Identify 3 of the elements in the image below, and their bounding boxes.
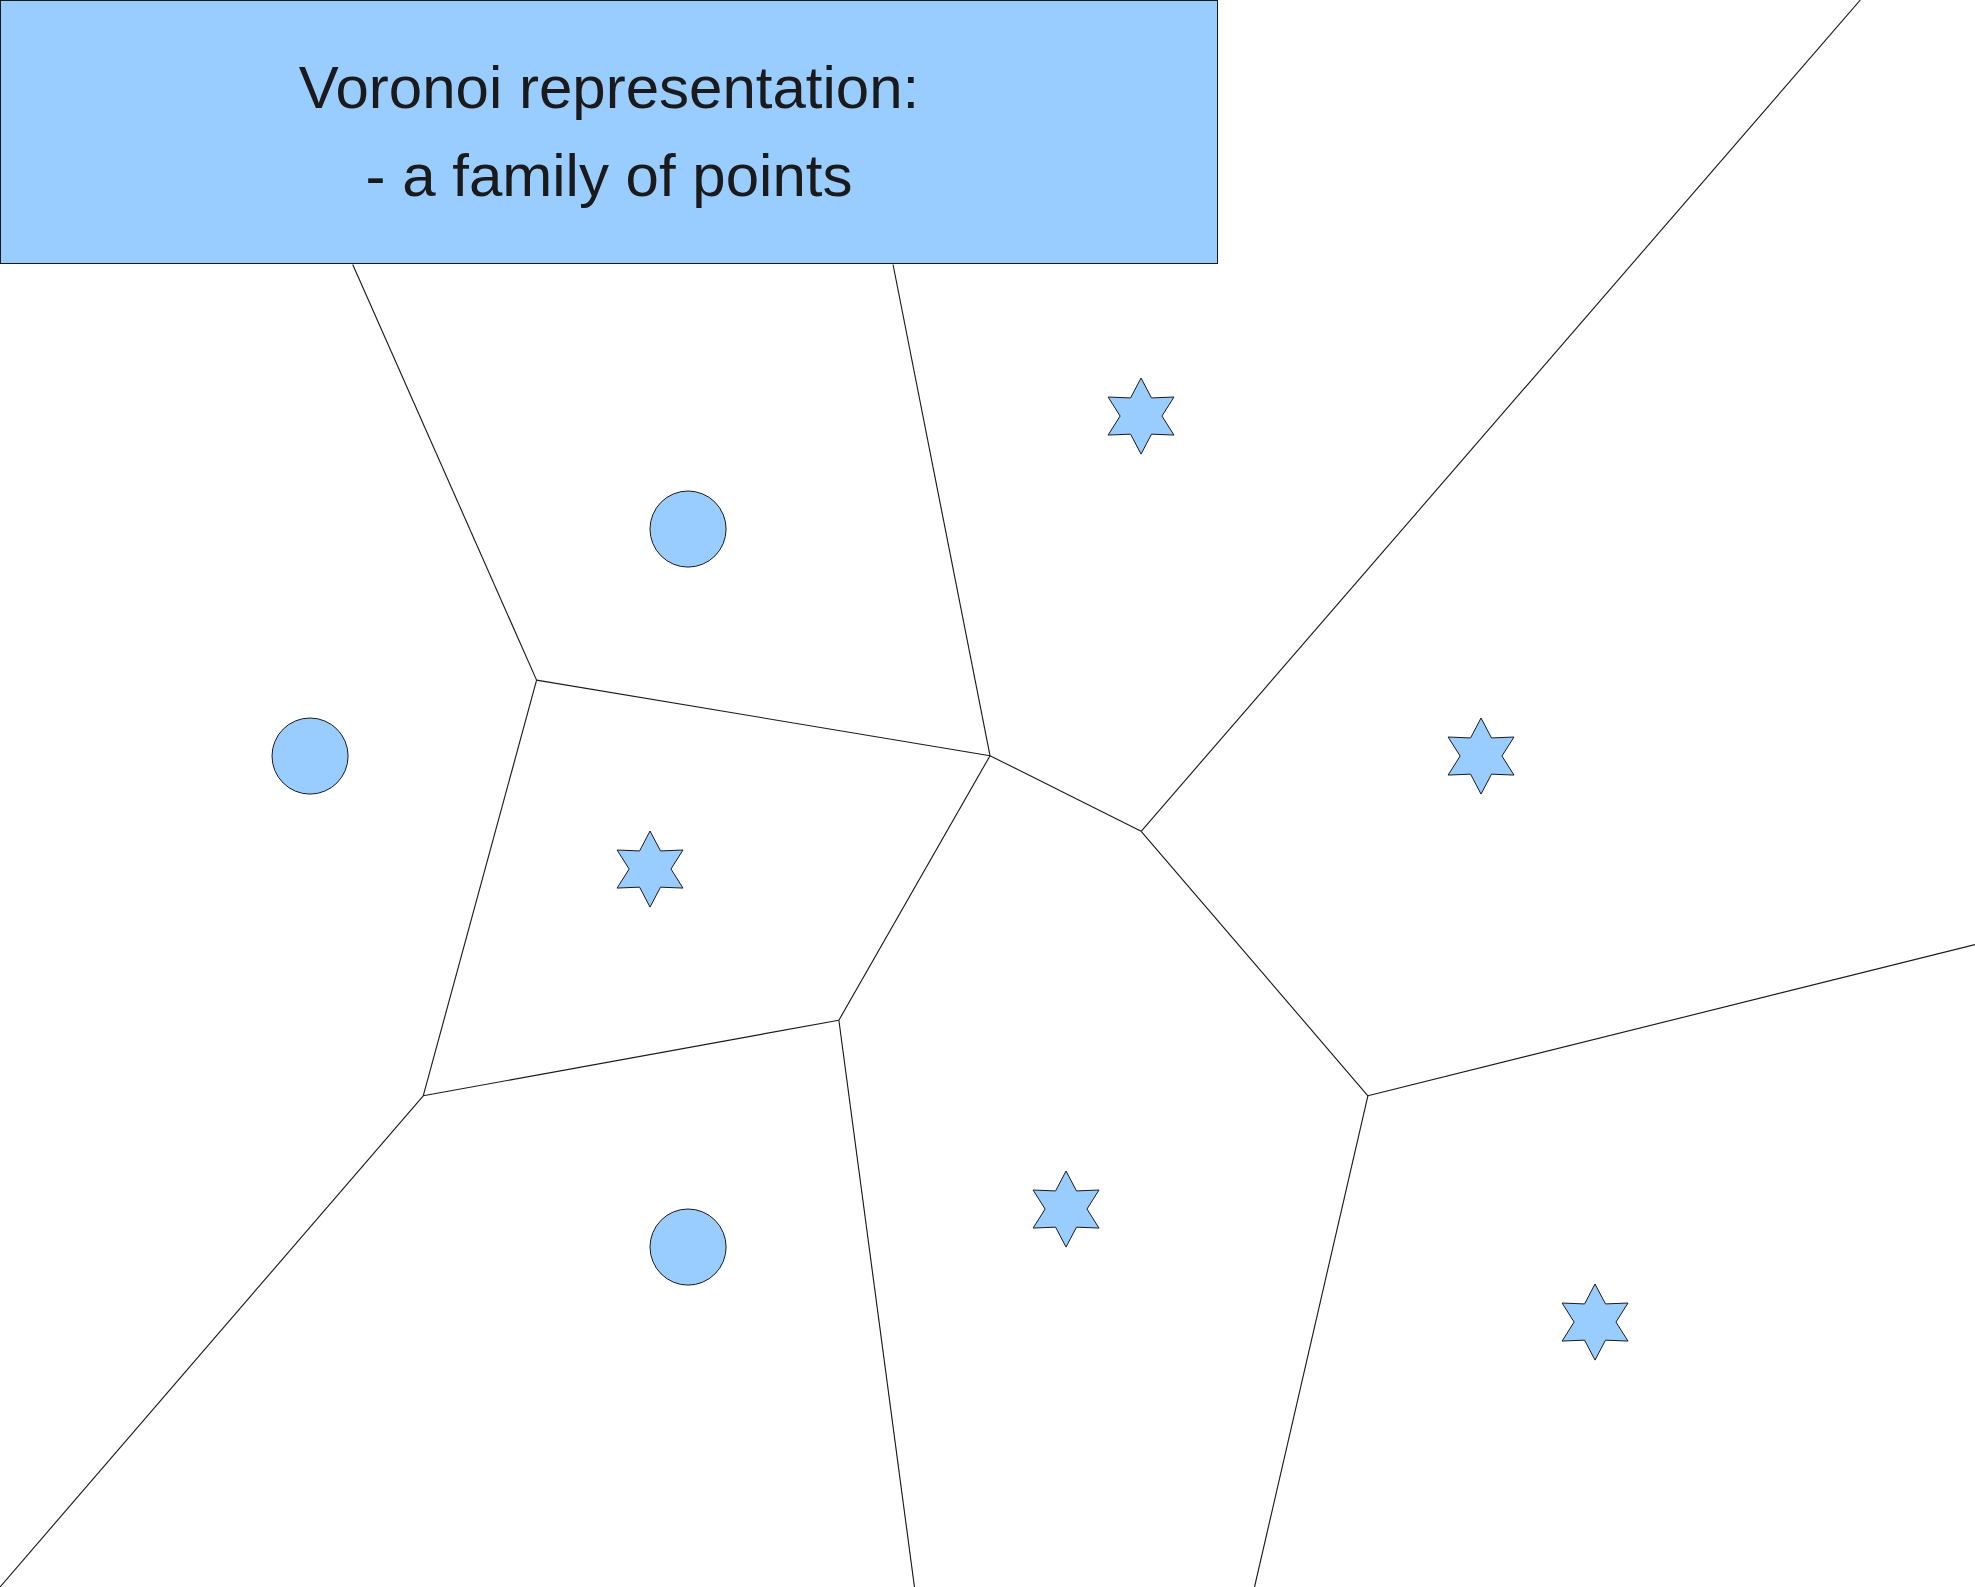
title-text: Voronoi representation: — [298, 58, 920, 118]
title-text: - a family of points — [365, 146, 853, 206]
title-box — [0, 0, 1218, 264]
